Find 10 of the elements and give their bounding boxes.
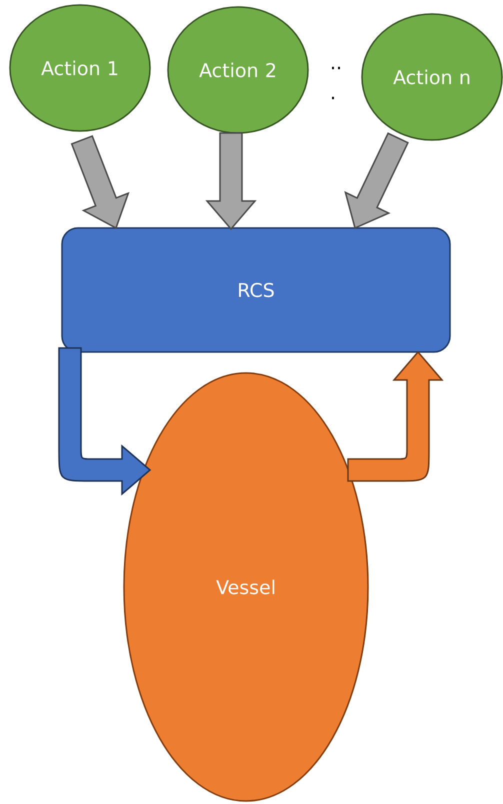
block-arrow [205, 132, 257, 230]
rounded-box: RCS [61, 227, 451, 353]
block-arrow [70, 135, 130, 230]
ellipse-node: Action n [361, 13, 503, 141]
block-arrow [347, 351, 443, 482]
ellipse-node: Action 2 [167, 6, 309, 134]
ellipsis-dots: . [332, 96, 334, 100]
block-arrow [58, 347, 151, 495]
ellipsis-dots: .. [332, 66, 340, 70]
ellipse-node: Action 1 [9, 4, 151, 132]
